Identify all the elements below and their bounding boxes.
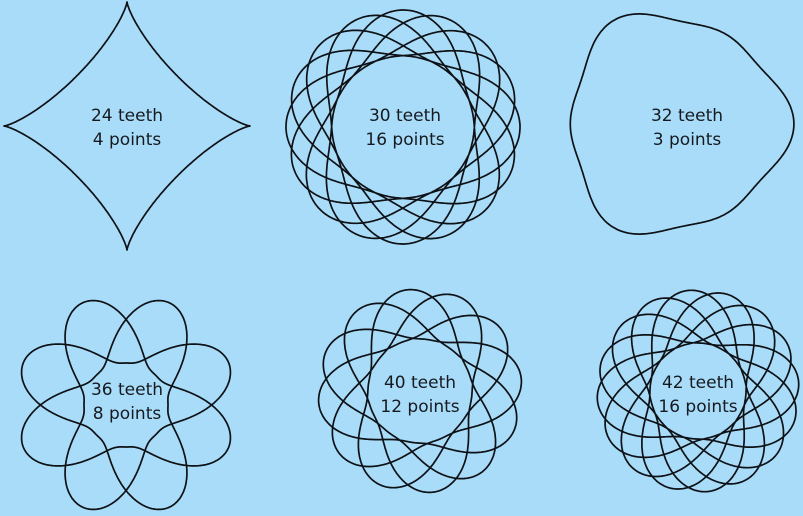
curve-24-teeth — [3, 1, 251, 251]
curve-36-teeth — [20, 299, 232, 511]
pattern-42-teeth: 42 teeth 16 points — [596, 289, 800, 493]
pattern-24-teeth: 24 teeth 4 points — [3, 1, 251, 251]
curve-42-teeth — [596, 289, 800, 493]
teeth-label: 42 teeth — [662, 373, 734, 393]
curve-32-teeth — [569, 13, 795, 235]
teeth-label: 32 teeth — [651, 106, 723, 126]
curve-30-teeth — [285, 9, 521, 245]
points-label: 12 points — [380, 397, 459, 417]
curve-40-teeth — [317, 288, 523, 494]
teeth-label: 36 teeth — [91, 380, 163, 400]
points-label: 8 points — [93, 404, 162, 424]
points-label: 16 points — [365, 130, 444, 150]
pattern-32-teeth: 32 teeth 3 points — [569, 13, 795, 235]
pattern-30-teeth: 30 teeth 16 points — [285, 9, 521, 245]
teeth-label: 24 teeth — [91, 106, 163, 126]
pattern-40-teeth: 40 teeth 12 points — [317, 288, 523, 494]
points-label: 3 points — [653, 130, 722, 150]
points-label: 4 points — [93, 130, 162, 150]
points-label: 16 points — [658, 397, 737, 417]
teeth-label: 40 teeth — [384, 373, 456, 393]
pattern-36-teeth: 36 teeth 8 points — [20, 299, 232, 511]
teeth-label: 30 teeth — [369, 106, 441, 126]
